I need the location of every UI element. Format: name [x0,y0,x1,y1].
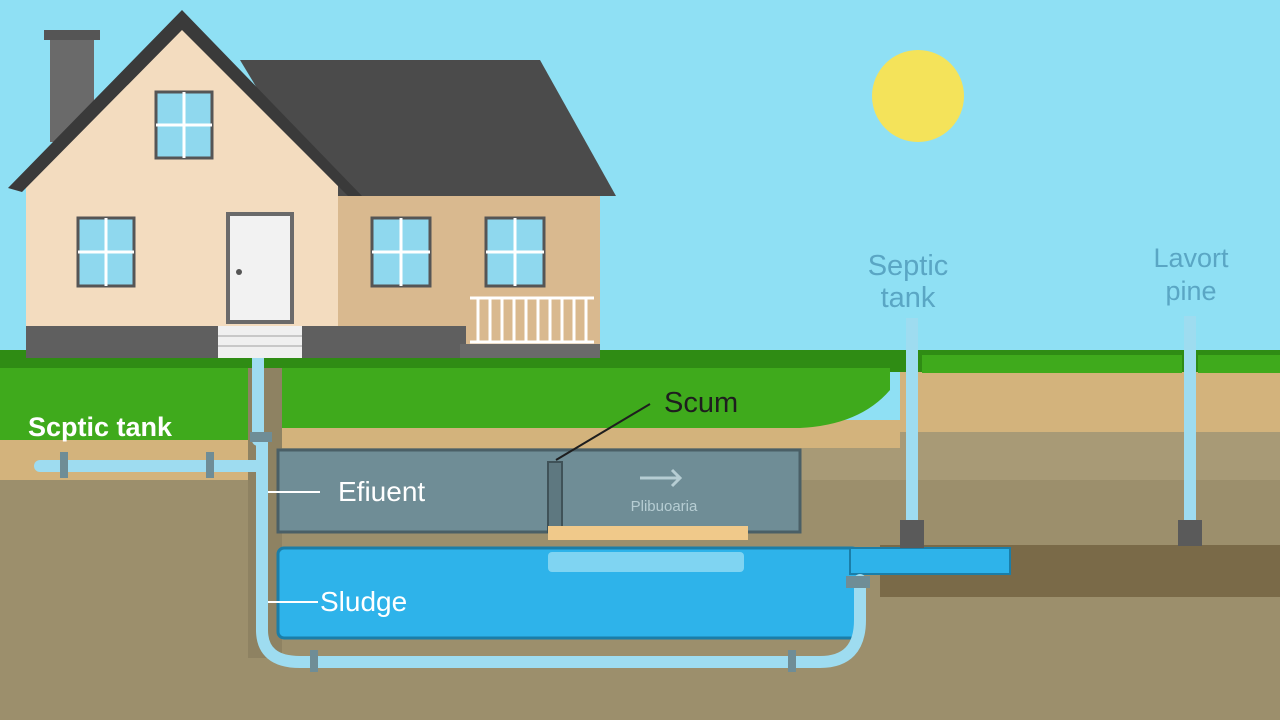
pipe-fitting [846,576,870,588]
left-window-bars [78,218,134,286]
scum-bar [548,526,748,540]
leader-lines [555,403,651,461]
lavort-pipe-label-line2: pine [1165,276,1216,306]
septic-tank-left-label: Scptic tank [28,412,173,442]
bottom-return-pipe [256,574,866,668]
pipe-fittings [60,432,870,672]
topsoil-strip [900,370,1280,432]
septic-vent-base [900,520,924,548]
effluent-layer [276,448,802,534]
step-lines [218,335,302,347]
outlet-channel [849,547,1011,575]
tank-divider [547,461,563,533]
inlet-pipes [34,352,866,668]
effluent-label: Efiuent [338,476,425,507]
tank-sign-text: Plibuoaria [631,498,698,515]
lavort-pipe-label-line1: Lavort [1153,243,1229,273]
septic-tank: Plibuoaria [276,448,1011,640]
attic-window-bars [156,92,212,158]
front-door [226,212,294,324]
tank-sign-arrow [640,468,683,488]
scum-leader [555,403,651,461]
pipe-fitting [250,432,272,442]
sun [872,50,964,142]
pipe-fitting [206,452,214,478]
front-steps [218,326,302,358]
railing-balusters [476,298,588,342]
tank-sign: Plibuoaria [631,468,698,515]
septic-tank-right-label-line2: tank [881,282,936,314]
sludge-highlight [548,552,744,572]
scum-label: Scum [664,387,738,419]
chimney-cap [44,30,100,40]
grass-left-patch [0,368,248,440]
annex-foundation [460,344,600,358]
pipe-fitting [60,452,68,478]
door-knob [236,269,242,275]
pipe-fitting [788,650,796,672]
annex-window-left-bars [372,218,430,286]
annex-roof [240,60,616,196]
grass-right-patch-1 [922,355,1182,373]
lavort-vent-base [1178,520,1202,546]
house [8,10,616,358]
pipe-fitting [310,650,318,672]
vent-pipes [900,316,1202,548]
porch-railing [470,296,594,344]
sludge-label: Sludge [320,586,407,617]
septic-vent-pipe [906,318,918,528]
annex-window-right-bars [486,218,544,286]
grass-right-patch-2 [1198,355,1280,373]
septic-tank-right-label-line1: Septic [868,250,949,282]
white-leader-lines [268,491,320,603]
grass-middle-patch [282,368,890,428]
lavort-vent-pipe [1184,316,1196,528]
